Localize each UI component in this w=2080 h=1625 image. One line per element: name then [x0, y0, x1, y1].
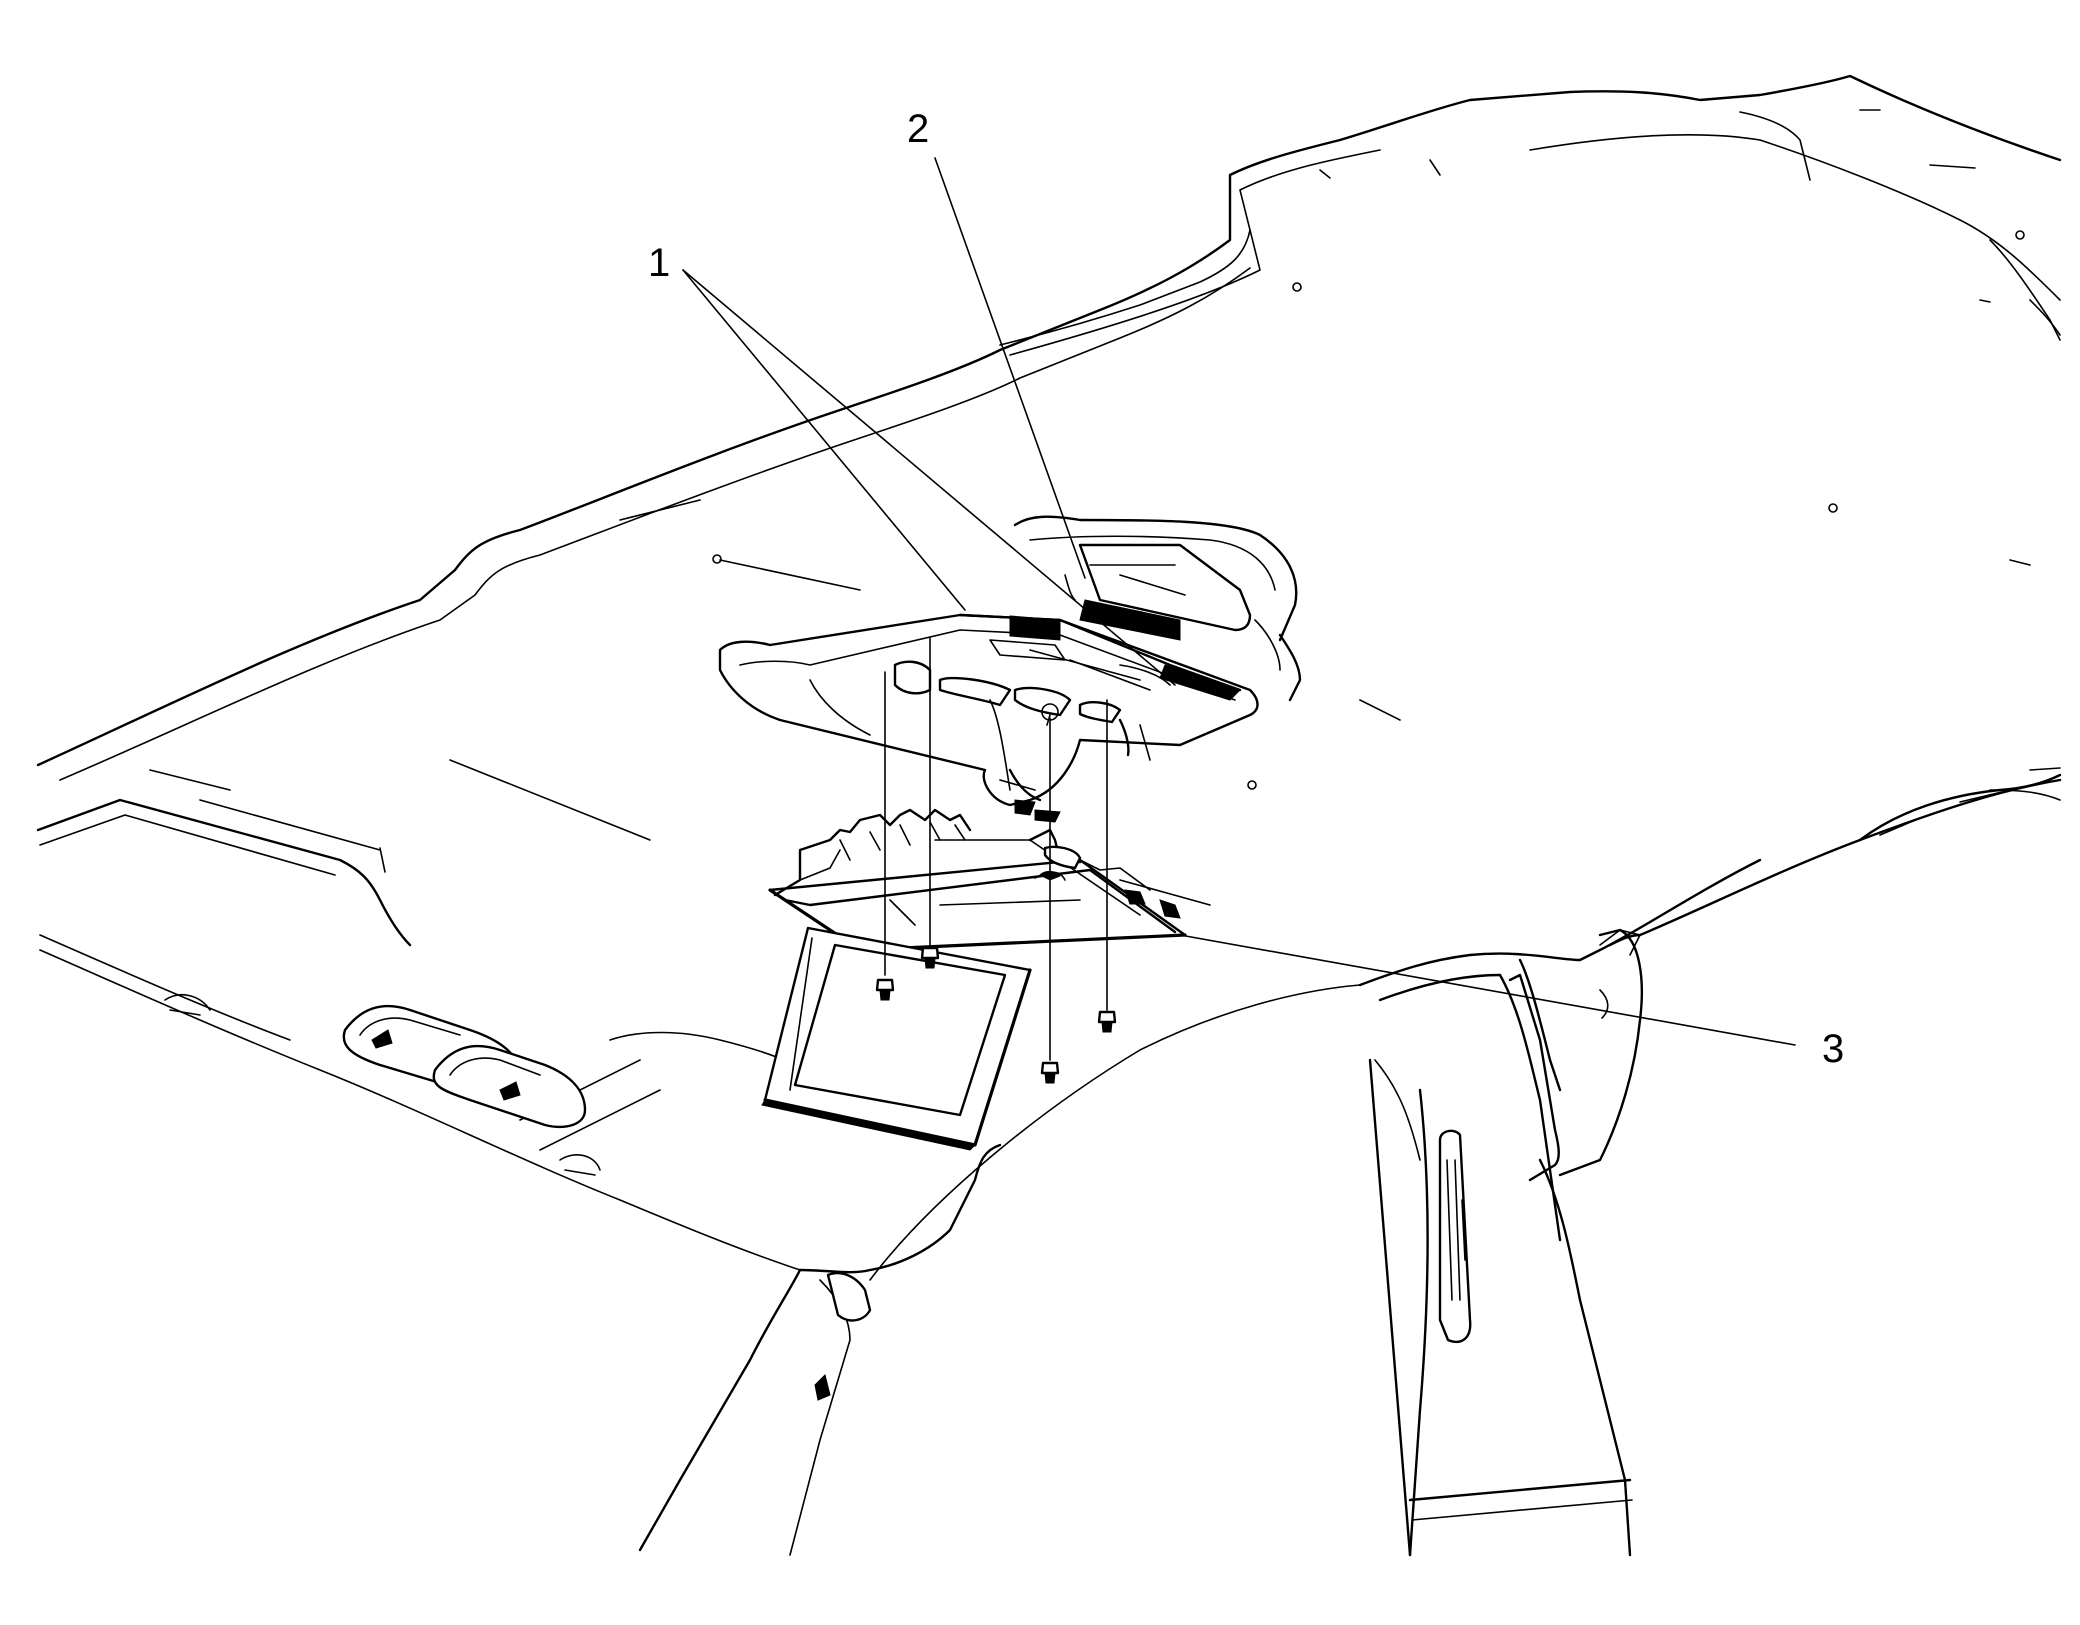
- overhead-console: [1013, 515, 1302, 702]
- video-display-screen: [761, 926, 1032, 1151]
- leader-line-1a: [682, 269, 966, 611]
- callout-leaders: [682, 157, 1796, 1046]
- leader-line-1b: [682, 269, 1176, 686]
- callout-label-2: 2: [907, 107, 929, 151]
- screw: [1040, 1061, 1060, 1084]
- headliner-grab-handle-left: [164, 994, 601, 1176]
- callout-labels: 1 2 3: [648, 107, 1844, 1071]
- fastener-screws: [875, 637, 1117, 1084]
- screw: [920, 946, 940, 969]
- callout-label-1: 1: [648, 241, 670, 285]
- screw: [1097, 1010, 1117, 1033]
- a-pillar-left: [638, 984, 1361, 1556]
- screw: [875, 978, 895, 1001]
- headliner-panel-lines: [449, 109, 2031, 906]
- headliner-outline: [36, 74, 2062, 781]
- callout-label-3: 3: [1822, 1027, 1844, 1071]
- roof-rail-right: [1358, 767, 2062, 1002]
- leader-line-3: [1179, 934, 1796, 1046]
- video-display-housing: [768, 808, 1187, 952]
- leader-line-2: [934, 157, 1086, 579]
- console-bezel: [718, 613, 1259, 823]
- b-pillar-right: [1368, 928, 1643, 1557]
